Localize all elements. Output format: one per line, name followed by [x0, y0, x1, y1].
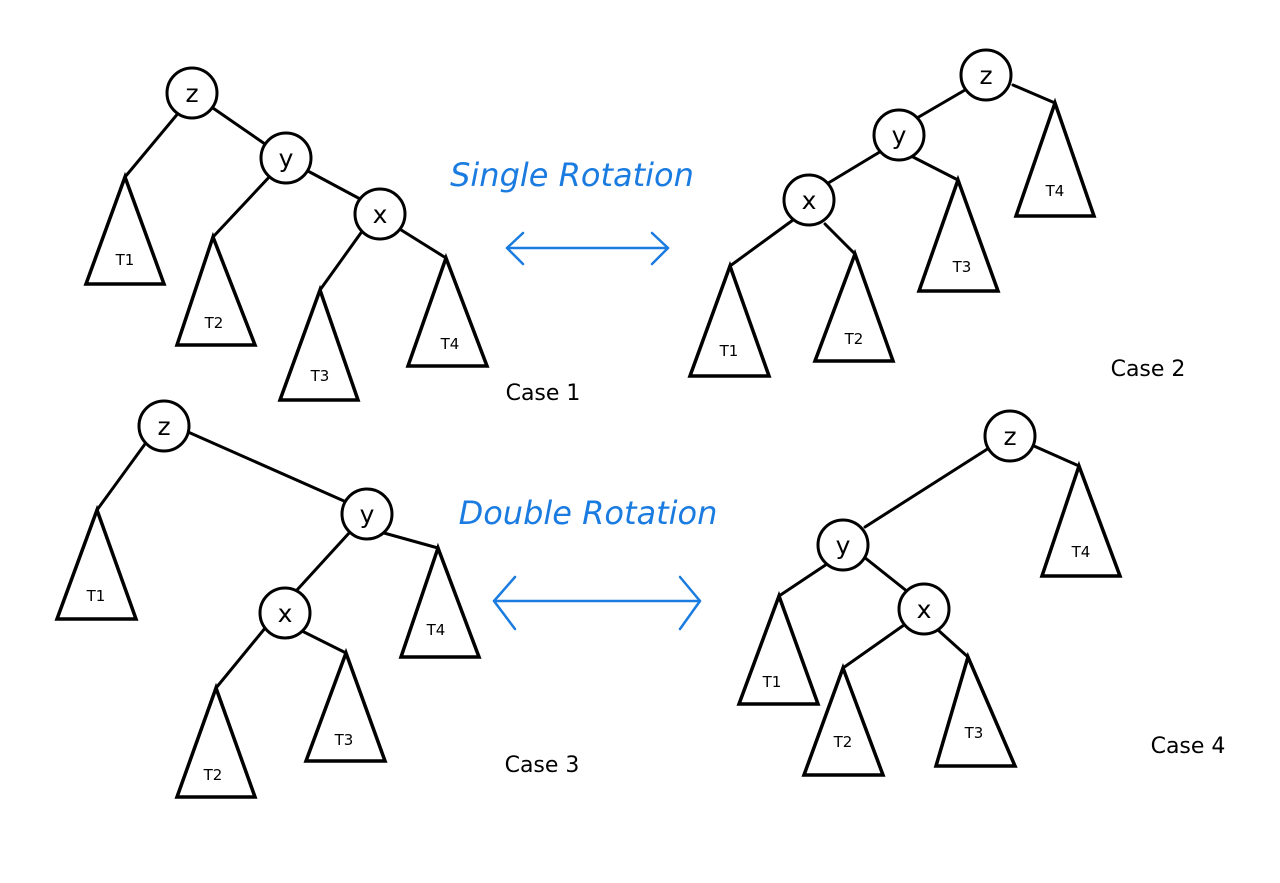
subtree-label: T4 — [1045, 182, 1065, 200]
edge — [863, 446, 991, 529]
edge — [208, 104, 267, 146]
node-z — [959, 48, 1013, 102]
node-label-y: y — [279, 144, 294, 173]
subtree-triangle — [54, 504, 139, 621]
node-label-x: x — [917, 595, 932, 624]
node-label-x: x — [802, 186, 817, 215]
edge — [304, 168, 364, 202]
node-x — [258, 586, 312, 640]
subtree-triangle — [303, 647, 388, 763]
subtree-label: T2 — [203, 766, 223, 784]
edge — [915, 88, 967, 120]
node-z — [983, 409, 1037, 463]
subtree-label: T4 — [440, 335, 460, 353]
subtree-label: T4 — [426, 621, 446, 639]
edge — [1032, 444, 1081, 468]
subtree-triangle — [916, 174, 1001, 293]
subtree-triangle — [405, 252, 490, 368]
edge — [382, 531, 440, 550]
single-rotation-arrow — [505, 231, 670, 266]
node-x — [897, 582, 951, 636]
node-label-z: z — [979, 61, 992, 90]
subtree-label: T2 — [844, 330, 864, 348]
case-3-tree: T1 T4 T2 T3 z y x — [54, 399, 482, 799]
edge — [396, 226, 448, 260]
node-z — [165, 66, 219, 120]
edge — [211, 172, 274, 239]
edge — [911, 155, 960, 182]
subtree-triangle — [174, 682, 258, 799]
edge — [295, 530, 352, 592]
case-1-label: Case 1 — [506, 381, 581, 406]
subtree-triangle — [933, 651, 1018, 768]
node-label-y: y — [360, 500, 375, 529]
case-1-tree: T1 T2 T3 T4 z y x — [83, 66, 490, 402]
edge — [318, 228, 365, 292]
subtree-label: T3 — [310, 367, 330, 385]
node-label-z: z — [1003, 422, 1016, 451]
node-z — [137, 399, 191, 453]
double-rotation-label: Double Rotation — [459, 494, 718, 532]
subtree-triangle — [812, 248, 896, 363]
subtree-label: T1 — [719, 342, 739, 360]
node-y — [259, 131, 313, 185]
node-label-x: x — [278, 599, 293, 628]
node-y — [340, 487, 394, 541]
edge — [862, 555, 910, 594]
case-3-label: Case 3 — [505, 753, 580, 778]
subtree-label: T3 — [334, 731, 354, 749]
case-2-label: Case 2 — [1111, 357, 1186, 382]
subtree-label: T1 — [86, 587, 106, 605]
edge — [95, 442, 147, 512]
node-x — [782, 173, 836, 227]
subtree-label: T2 — [833, 733, 853, 751]
node-label-z: z — [157, 412, 170, 441]
edge — [298, 628, 348, 655]
edge — [186, 430, 346, 503]
single-rotation-label: Single Rotation — [450, 156, 694, 194]
subtree-label: T1 — [115, 251, 135, 269]
subtree-label: T4 — [1071, 543, 1091, 561]
edge — [214, 625, 268, 690]
edge — [823, 222, 857, 256]
subtree-triangle — [398, 542, 482, 659]
edge — [777, 562, 829, 598]
double-rotation-arrow — [492, 575, 702, 631]
node-y — [816, 518, 870, 572]
subtree-label: T3 — [952, 258, 972, 276]
node-label-y: y — [836, 531, 851, 560]
subtree-label: T2 — [204, 314, 224, 332]
case-2-tree: T4 T3 T1 T2 z y x — [687, 48, 1097, 378]
node-label-x: x — [373, 200, 388, 229]
edge — [841, 623, 906, 670]
edge — [123, 109, 182, 179]
case-4-label: Case 4 — [1151, 734, 1226, 759]
case-4-tree: T4 T1 T2 T3 z y x — [736, 409, 1123, 777]
node-label-y: y — [892, 121, 907, 150]
subtree-label: T1 — [762, 673, 782, 691]
node-x — [353, 187, 407, 241]
subtree-triangle — [1013, 97, 1097, 218]
node-y — [872, 108, 926, 162]
subtree-triangle — [736, 590, 821, 706]
subtree-label: T3 — [964, 724, 984, 742]
edge — [1011, 83, 1057, 105]
subtree-triangle — [174, 231, 258, 347]
subtree-triangle — [1039, 460, 1123, 578]
subtree-triangle — [277, 284, 361, 402]
edge — [823, 148, 885, 187]
subtree-triangle — [687, 260, 772, 378]
edge — [728, 218, 795, 268]
subtree-triangle — [801, 662, 886, 777]
edge — [936, 628, 970, 659]
subtree-triangle — [83, 171, 167, 286]
node-label-z: z — [185, 79, 198, 108]
